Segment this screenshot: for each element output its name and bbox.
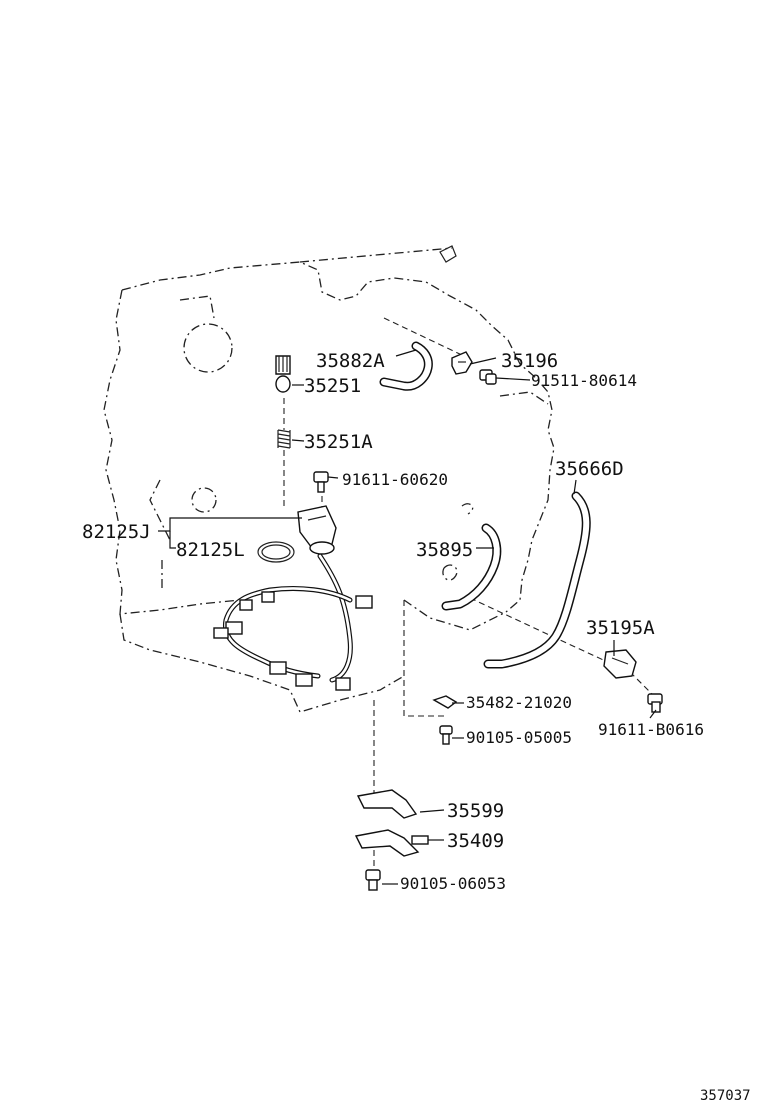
bolt-90105-05005 <box>439 725 453 745</box>
bolt-91611-60620 <box>313 471 329 493</box>
bolt-90105-06053 <box>365 869 381 891</box>
label-35251A: 35251A <box>304 431 373 453</box>
bracket-35599 <box>356 789 418 819</box>
label-35482-21020: 35482-21020 <box>466 693 572 712</box>
label-91611-60620: 91611-60620 <box>342 470 448 489</box>
bolt-91511-80614 <box>479 369 497 385</box>
label-35195A: 35195A <box>586 617 655 639</box>
spring-35251A <box>277 429 291 449</box>
switch-82125J <box>297 505 337 555</box>
clip-35482-21020 <box>432 695 458 709</box>
label-35251: 35251 <box>304 375 361 397</box>
hose-35666D <box>483 491 591 669</box>
o-ring-82125L <box>257 541 295 563</box>
label-35895: 35895 <box>416 539 473 561</box>
hose-35895 <box>441 523 502 611</box>
label-82125L: 82125L <box>176 539 245 561</box>
clamp-35196 <box>451 351 473 375</box>
transmission-outline <box>103 245 555 713</box>
assembly-center-lines <box>283 317 653 876</box>
label-35196: 35196 <box>501 350 558 372</box>
sensor-35251 <box>275 355 291 393</box>
label-91611-B0616: 91611-B0616 <box>598 720 704 739</box>
label-35599: 35599 <box>447 800 504 822</box>
wire-harness <box>213 553 373 691</box>
label-35409: 35409 <box>447 830 504 852</box>
label-35882A: 35882A <box>316 350 385 372</box>
label-90105-06053: 90105-06053 <box>400 874 506 893</box>
leader-lines <box>158 349 657 885</box>
label-90105-05005: 90105-05005 <box>466 728 572 747</box>
label-35666D: 35666D <box>555 458 624 480</box>
hose-35882A <box>379 341 433 391</box>
label-82125J: 82125J <box>82 521 151 543</box>
bolt-91611-B0616 <box>647 693 663 713</box>
bracket-35409 <box>354 829 429 857</box>
part-labels: 35882A 35196 91511-80614 35251 35251A 91… <box>82 350 704 893</box>
diagram-reference-number: 357037 <box>700 1088 751 1104</box>
label-91511-80614: 91511-80614 <box>531 371 637 390</box>
clamp-35195A <box>603 649 637 679</box>
